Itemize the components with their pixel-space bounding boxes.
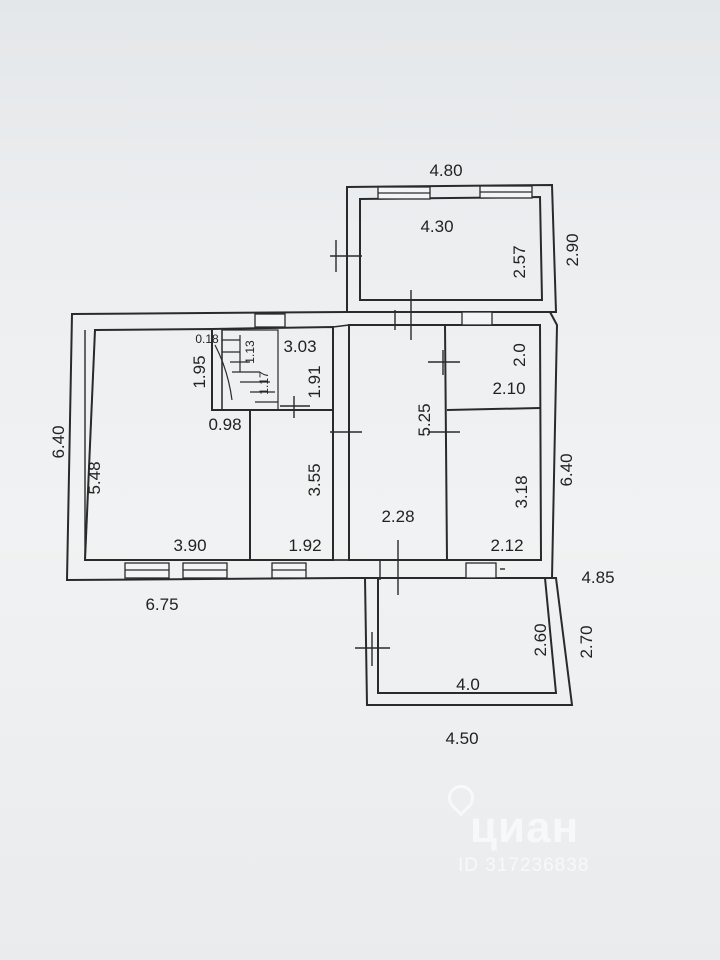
- dim-top-room-width: 4.80: [429, 161, 462, 180]
- dim-right-bottom-height: 3.18: [512, 475, 531, 508]
- dim-stair-d: 1.13: [243, 340, 257, 364]
- dim-stair-c: 0.98: [208, 415, 241, 434]
- doors: [280, 240, 505, 666]
- dim-top-room-inner-height: 2.57: [510, 245, 529, 278]
- dim-left-room-height: 5.48: [85, 461, 104, 494]
- dim-bottom-room-height: 2.70: [577, 625, 596, 658]
- dim-center-left-height: 3.55: [305, 463, 324, 496]
- walls: [65, 183, 574, 706]
- dim-small-top-height: 1.91: [305, 365, 324, 398]
- main-outer-wall: [65, 311, 559, 582]
- dim-stair-a: 0.18: [195, 332, 219, 346]
- window: [461, 311, 493, 326]
- dim-corridor-width: 2.28: [381, 507, 414, 526]
- dim-corridor-height: 5.25: [415, 403, 434, 436]
- dim-stair-b: 1.95: [190, 355, 209, 388]
- dim-small-top-width: 3.03: [283, 337, 316, 356]
- dim-center-left-width: 1.92: [288, 536, 321, 555]
- wall-line: [84, 329, 96, 561]
- wall-line: [332, 324, 350, 328]
- right-middle-wall: [446, 407, 541, 411]
- staircase: [214, 329, 279, 411]
- left-room-inner-wall: [83, 327, 251, 561]
- dim-right-step-width: 4.85: [581, 568, 614, 587]
- right-partition-wall: [444, 324, 448, 561]
- dim-right-bottom-width: 2.12: [490, 536, 523, 555]
- stair-arrow: [214, 344, 233, 401]
- dim-left-block-width: 6.75: [145, 595, 178, 614]
- wall-thickness: [84, 324, 350, 561]
- watermark-listing-id: ID 317236838: [458, 855, 590, 876]
- dim-top-room-height: 2.90: [563, 233, 582, 266]
- dim-bottom-room-inner-width: 4.0: [456, 675, 480, 694]
- dim-stair-e: 1.17: [257, 371, 271, 395]
- dim-left-height: 6.40: [49, 425, 68, 458]
- dim-right-top-height: 2.0: [510, 343, 529, 367]
- stair-box: [221, 329, 279, 411]
- dimension-labels: 4.80 2.90 4.30 2.57 6.40 5.48 3.90 6.75 …: [49, 161, 615, 748]
- dim-bottom-room-width: 4.50: [445, 729, 478, 748]
- watermark: циан ID 317236838: [430, 779, 670, 885]
- dim-right-height: 6.40: [557, 453, 576, 486]
- dim-right-top-width: 2.10: [492, 379, 525, 398]
- window: [254, 313, 286, 328]
- windows: [124, 185, 533, 579]
- dim-bottom-room-inner-height: 2.60: [531, 623, 550, 656]
- window: [465, 562, 497, 579]
- dim-top-room-inner-width: 4.30: [420, 217, 453, 236]
- dim-left-room-width: 3.90: [173, 536, 206, 555]
- watermark-brand: циан: [470, 803, 580, 852]
